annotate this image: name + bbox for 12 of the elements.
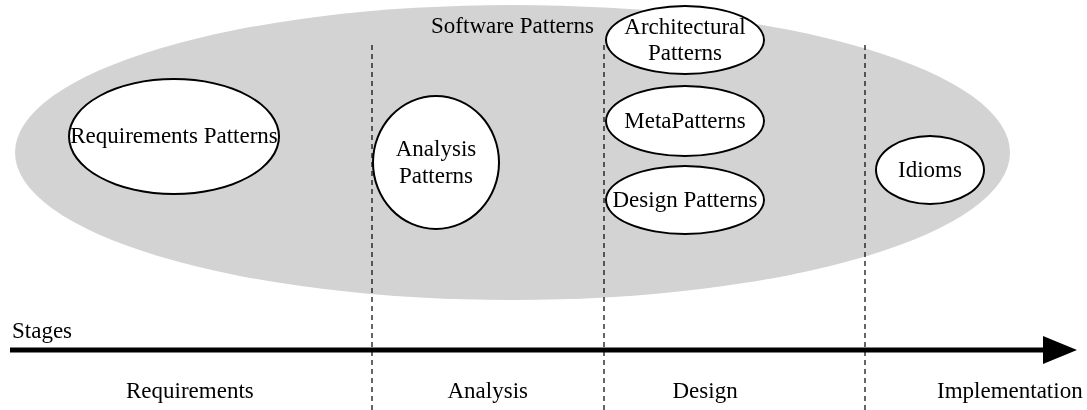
pattern-ellipse: Analysis Patterns <box>372 95 500 230</box>
stage-label: Requirements <box>126 378 254 404</box>
pattern-ellipse: Requirements Patterns <box>68 78 280 195</box>
pattern-ellipse: Idioms <box>875 135 985 205</box>
pattern-ellipse: MetaPatterns <box>605 85 765 157</box>
group-title: Software Patterns <box>431 13 594 39</box>
stage-label: Design <box>672 378 738 404</box>
pattern-ellipse: Design Patterns <box>605 165 765 235</box>
axis-label: Stages <box>12 318 73 344</box>
pattern-ellipse: Architectural Patterns <box>605 5 765 75</box>
stage-label: Implementation <box>937 378 1083 404</box>
stage-label: Analysis <box>447 378 528 404</box>
